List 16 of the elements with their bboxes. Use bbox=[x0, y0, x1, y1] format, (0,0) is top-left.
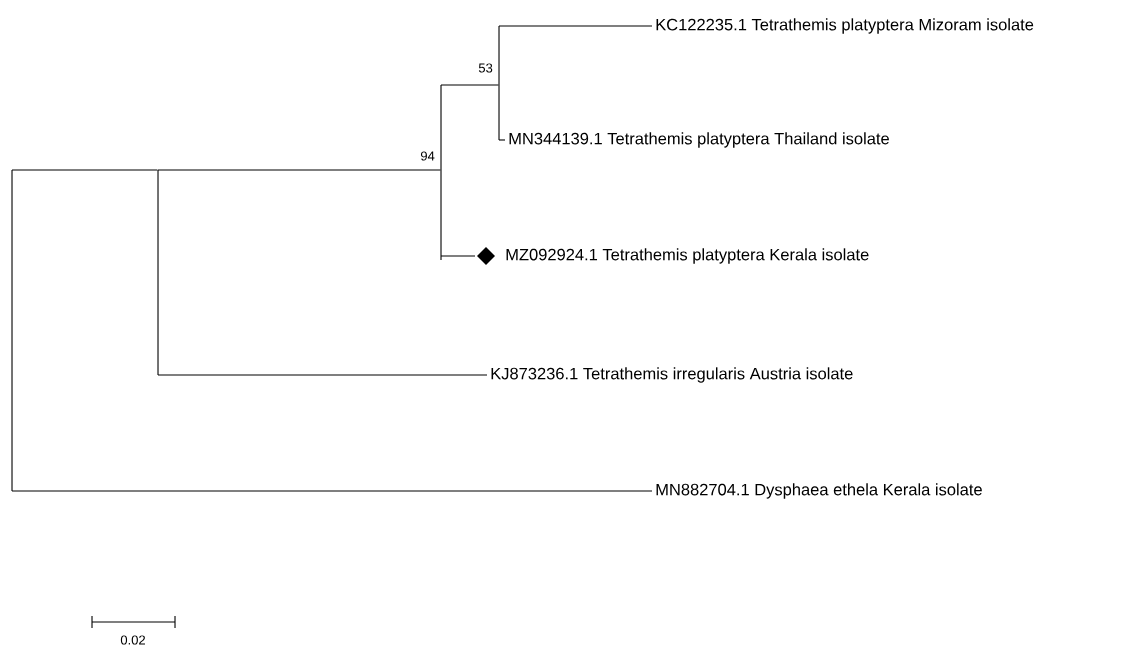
taxon-label: MZ092924.1 Tetrathemis platyptera Kerala isolate bbox=[477, 247, 869, 265]
tree-branch bbox=[498, 139, 506, 141]
tree-branch bbox=[11, 490, 653, 492]
tree-branch bbox=[11, 169, 158, 171]
taxon-label: MN344139.1 Tetrathemis platyptera Thailand isolate bbox=[509, 132, 889, 148]
tree-branch bbox=[157, 374, 488, 376]
scale-label: 0.02 bbox=[120, 635, 145, 645]
tree-branch bbox=[157, 169, 441, 171]
bootstrap-value: 53 bbox=[478, 63, 493, 73]
tree-branch bbox=[498, 25, 653, 27]
taxon-label: KC122235.1 Tetrathemis platyptera Mizoram isolate bbox=[656, 18, 1034, 34]
tree-branch bbox=[440, 255, 476, 257]
taxon-label: KJ873236.1 Tetrathemis irregularis Austria isolate bbox=[491, 367, 853, 383]
tree-branch bbox=[440, 84, 499, 86]
taxon-label: MN882704.1 Dysphaea ethela Kerala isolate bbox=[656, 483, 982, 499]
bootstrap-value: 94 bbox=[420, 151, 435, 161]
